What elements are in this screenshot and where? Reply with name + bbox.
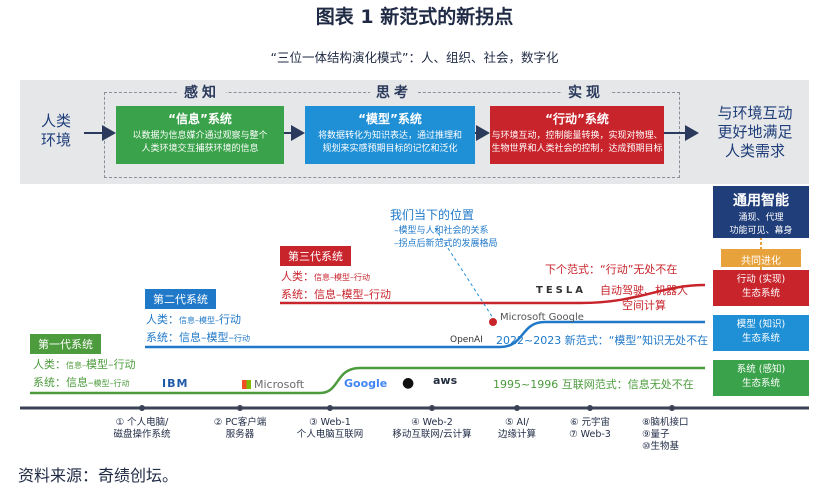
phase-perceive: 感知 xyxy=(178,82,226,102)
model-system-box: “模型”系统 将数据转化为知识表达，通过推理和 规划来实感预期目标的记忆和泛化 xyxy=(305,106,475,164)
gen2-human-line: 人类：信息–模型–行动 xyxy=(146,313,241,326)
position-callout-line1: –模型与人和社会的关系 xyxy=(394,226,489,236)
gen1-curve xyxy=(30,366,705,395)
google-logo: Google xyxy=(344,377,388,390)
gen3-curve xyxy=(280,283,706,305)
gen2-badge: 第二代系统 xyxy=(145,289,216,309)
microsoft-google-logo: Microsoft Google xyxy=(500,312,584,323)
gen3-human-line: 人类：信息–模型–行动 xyxy=(281,270,370,283)
microsoft-logo: Microsoft xyxy=(242,378,304,391)
position-callout-title: 我们当下的位置 xyxy=(390,208,475,222)
agi-desc: 涌现、代理 功能可见、幕身 xyxy=(729,213,793,236)
outcome-label: 与环境互动 更好地满足 人类需求 xyxy=(717,104,793,160)
figure-title: 图表 1 新范式的新拐点 xyxy=(315,6,514,28)
action-system-desc: 与环境互动，控制能量转换，实现对物理、 生物世界和人类社会的控制，达成预期目标 xyxy=(491,131,663,154)
action-ecosystem-box: 行动 (实现) 生态系统 xyxy=(713,270,809,306)
position-callout-line2: –拐点后新范式的发展格局 xyxy=(394,239,498,249)
coevolve-badge: 共同进化 xyxy=(721,249,801,267)
timeline-item-6: ⑥ 元宇宙 ⑦ Web-3 xyxy=(569,417,611,440)
figure-subtitle: “三位一体结构演化模式”：人、组织、社会，数字化 xyxy=(270,50,559,65)
timeline-item-4: ④ Web-2 移动互联网/云计算 xyxy=(392,417,472,440)
model-system-desc: 将数据转化为知识表达，通过推理和 规划来实感预期目标的记忆和泛化 xyxy=(317,131,462,154)
timeline-item-2: ② PC客户端 服务器 xyxy=(213,417,267,440)
model-system-title: “模型”系统 xyxy=(358,112,422,126)
action-system-title: “行动”系统 xyxy=(545,112,609,126)
microsoft-icon xyxy=(242,380,251,389)
timeline-item-5: ⑤ AI/ 边缘计算 xyxy=(497,417,536,440)
apple-icon: ● xyxy=(402,375,415,391)
current-paradigm-label: 2022~2023 新范式：“模型”知识无处不在 xyxy=(496,334,709,347)
phase-think: 思考 xyxy=(370,82,418,102)
aws-logo: aws xyxy=(433,374,458,387)
gen1-badge: 第一代系统 xyxy=(30,334,101,354)
next-paradigm-label: 下个范式：“行动”无处不在 xyxy=(545,263,678,276)
source-note: 资料来源：奇绩创坛。 xyxy=(18,466,179,485)
gen2-system-line: 系统：信息–模型–行动 xyxy=(146,331,250,344)
gen1-system-line: 系统：信息–模型–行动 xyxy=(33,376,130,389)
tesla-logo: TESLA xyxy=(536,285,586,296)
gen3-system-line: 系统：信息–模型–行动 xyxy=(281,288,391,301)
system-ecosystem-box: 系统 (感知) 生态系统 xyxy=(713,360,809,396)
timeline-item-3: ③ Web-1 个人电脑互联网 xyxy=(296,417,364,440)
action-system-box: “行动”系统 与环境互动，控制能量转换，实现对物理、 生物世界和人类社会的控制，… xyxy=(490,106,664,164)
gen2-curve xyxy=(145,320,705,349)
human-environment-label: 人类 环境 xyxy=(40,112,71,149)
info-system-desc: 以数据为信息媒介通过观察与整个 人类环境交互捕获环境的信息 xyxy=(132,131,268,154)
info-system-title: “信息”系统 xyxy=(168,112,232,126)
agi-title: 通用智能 xyxy=(733,193,789,209)
openai-logo: OpenAI xyxy=(450,335,483,345)
internet-paradigm-label: 1995~1996 互联网范式：信息无处不在 xyxy=(493,378,694,391)
timeline-item-7: ⑧脑机接口 ⑨量子 ⑩生物基 xyxy=(642,417,689,452)
gen3-badge: 第三代系统 xyxy=(280,246,351,266)
next-paradigm-detail: 自动驾驶、机器人 空间计算 xyxy=(600,284,688,312)
phase-act: 实现 xyxy=(562,82,610,102)
timeline-item-1: ① 个人电脑/ 磁盘操作系统 xyxy=(113,417,171,440)
gen1-human-line: 人类：信息–模型–行动 xyxy=(33,358,136,371)
ibm-logo: IBM xyxy=(162,377,189,390)
info-system-box: “信息”系统 以数据为信息媒介通过观察与整个 人类环境交互捕获环境的信息 xyxy=(116,106,284,164)
agi-box: 通用智能 涌现、代理 功能可见、幕身 xyxy=(713,186,809,238)
model-ecosystem-box: 模型 (知识) 生态系统 xyxy=(713,315,809,351)
current-position-dot xyxy=(489,318,497,326)
